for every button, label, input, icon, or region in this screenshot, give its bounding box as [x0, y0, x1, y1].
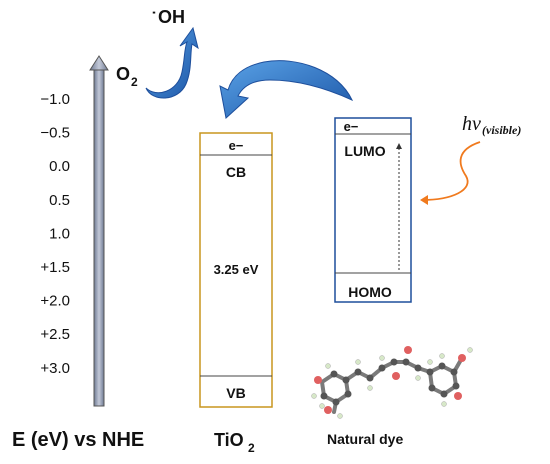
energy-tick-label: +2.0: [40, 293, 70, 310]
energy-axis-label: E (eV) vs NHE: [12, 429, 144, 451]
tio2-box: e− CB 3.25 eV VB: [199, 132, 273, 408]
energy-tick-label: 0.0: [49, 158, 70, 175]
energy-tick-labels: −1.0 −0.5 0.0 0.5 1.0 +1.5 +2.0 +2.5 +3.0: [40, 91, 70, 377]
tio2-name: TiO: [214, 430, 244, 450]
energy-tick-label: +1.5: [40, 259, 70, 276]
tio2-vb-label: VB: [226, 385, 245, 401]
oxygen-label: O: [116, 64, 130, 84]
dye-box-outline: [334, 117, 412, 303]
electron-injection-arrow: [219, 60, 354, 119]
radical-label: OH: [158, 7, 185, 27]
tio2-electron-label: e−: [229, 138, 244, 153]
light-symbol: hv: [462, 113, 481, 135]
tio2-name-subscript: 2: [248, 441, 255, 455]
dye-molecule-image: [311, 346, 473, 419]
dye-homo-label: HOMO: [348, 284, 392, 300]
dye-name: Natural dye: [327, 431, 403, 447]
oxygen-to-radical-arrow: [145, 26, 199, 99]
energy-tick-label: 1.0: [49, 225, 70, 242]
tio2-box-outline: [199, 132, 273, 408]
energy-tick-label: +2.5: [40, 326, 70, 343]
dye-electron-label: e−: [344, 119, 359, 134]
light-arrow: [421, 141, 481, 201]
energy-tick-label: −0.5: [40, 125, 70, 142]
dye-lumo-label: LUMO: [344, 143, 385, 159]
energy-tick-label: 0.5: [49, 192, 70, 209]
energy-axis: −1.0 −0.5 0.0 0.5 1.0 +1.5 +2.0 +2.5 +3.0: [40, 55, 109, 407]
oxygen-subscript: 2: [131, 75, 138, 89]
radical-dot: ˙: [151, 9, 157, 29]
energy-tick-label: −1.0: [40, 91, 70, 108]
tio2-gap-label: 3.25 eV: [214, 262, 259, 277]
dye-box: e− LUMO HOMO: [334, 117, 412, 303]
energy-axis-bar: [93, 67, 105, 407]
energy-tick-label: +3.0: [40, 360, 70, 377]
light-arrowhead: [420, 195, 428, 205]
tio2-cb-label: CB: [226, 164, 246, 180]
light-subscript: (visible): [482, 123, 521, 137]
energy-axis-arrowhead: [89, 55, 109, 71]
